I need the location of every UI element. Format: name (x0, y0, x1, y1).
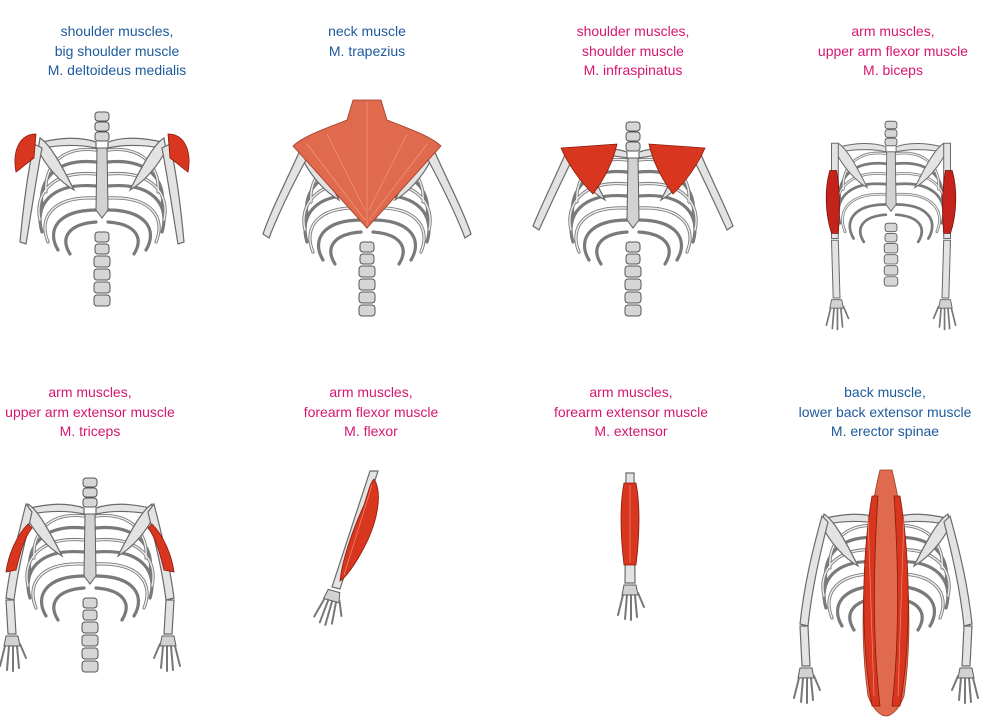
illustration-erector-spinae (793, 469, 979, 717)
caption-deltoideus: shoulder muscles, big shoulder muscle M.… (0, 22, 242, 81)
caption-line: M. deltoideus medialis (47, 62, 187, 78)
caption-line: arm muscles, (589, 384, 673, 400)
panel-biceps: arm muscles, upper arm flexor muscle M. … (768, 0, 1000, 361)
panel-infraspinatus: shoulder muscles, shoulder muscle M. inf… (508, 0, 758, 361)
panel-extensor: arm muscles, forearm extensor muscle M. … (506, 361, 756, 722)
panel-trapezius: neck muscle M. trapezius (242, 0, 492, 361)
caption-line: shoulder muscles, (60, 23, 174, 39)
caption-line: M. flexor (344, 423, 398, 439)
caption-line: M. triceps (59, 423, 121, 439)
caption-biceps: arm muscles, upper arm flexor muscle M. … (768, 22, 1000, 81)
illustration-trapezius (262, 99, 472, 318)
caption-line: forearm flexor muscle (303, 403, 439, 420)
caption-line: shoulder muscle (582, 42, 684, 59)
caption-line: shoulder muscles, (576, 23, 690, 39)
illustration-triceps (0, 476, 181, 674)
caption-line: upper arm extensor muscle (5, 403, 175, 420)
caption-extensor: arm muscles, forearm extensor muscle M. … (506, 383, 756, 442)
caption-erector-spinae: back muscle, lower back extensor muscle … (760, 383, 1000, 442)
caption-line: back muscle, (844, 384, 926, 400)
caption-line: M. erector spinae (830, 423, 940, 439)
panel-deltoideus: shoulder muscles, big shoulder muscle M.… (0, 0, 242, 361)
panel-triceps: arm muscles, upper arm extensor muscle M… (0, 361, 215, 722)
illustration-extensor (617, 472, 645, 621)
caption-line: neck muscle (328, 23, 406, 39)
caption-infraspinatus: shoulder muscles, shoulder muscle M. inf… (508, 22, 758, 81)
caption-line: M. biceps (863, 62, 923, 78)
caption-line: arm muscles, (48, 384, 132, 400)
caption-trapezius: neck muscle M. trapezius (242, 22, 492, 61)
caption-line: M. trapezius (328, 42, 406, 59)
panel-flexor: arm muscles, forearm flexor muscle M. fl… (246, 361, 496, 722)
caption-line: forearm extensor muscle (553, 403, 709, 420)
panel-erector-spinae: back muscle, lower back extensor muscle … (760, 361, 1000, 722)
illustration-flexor (311, 470, 379, 630)
illustration-infraspinatus (532, 120, 734, 318)
caption-line: arm muscles, (851, 23, 935, 39)
caption-line: M. infraspinatus (583, 62, 683, 78)
caption-triceps: arm muscles, upper arm extensor muscle M… (0, 383, 215, 442)
caption-line: M. extensor (594, 423, 668, 439)
illustration-deltoideus (14, 110, 190, 308)
caption-line: arm muscles, (329, 384, 413, 400)
caption-line: big shoulder muscle (54, 42, 180, 59)
caption-flexor: arm muscles, forearm flexor muscle M. fl… (246, 383, 496, 442)
caption-line: lower back extensor muscle (798, 403, 972, 420)
caption-line: upper arm flexor muscle (817, 42, 969, 59)
illustration-biceps (825, 119, 957, 331)
